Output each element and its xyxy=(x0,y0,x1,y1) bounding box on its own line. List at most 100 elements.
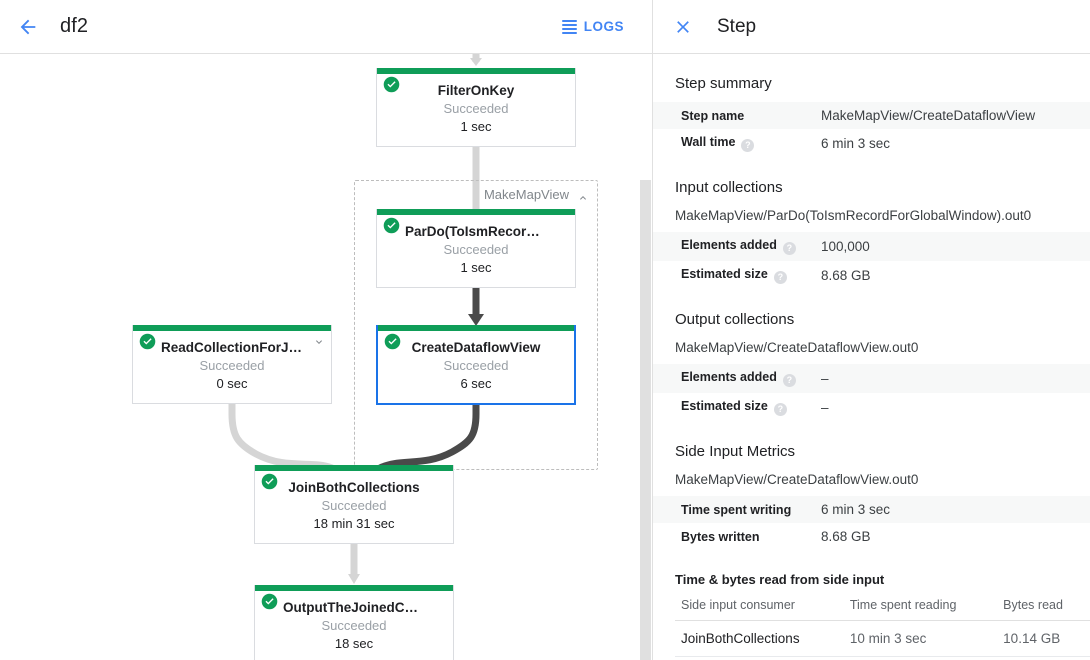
node-status-bar xyxy=(378,325,574,331)
job-graph-canvas[interactable]: MakeMapView FilterO xyxy=(0,54,652,660)
row-value: 8.68 GB xyxy=(821,529,871,544)
node-status: Succeeded xyxy=(199,358,265,373)
column-header-time-spent-reading[interactable]: Time spent reading xyxy=(843,592,998,621)
table-row: Time spent writing 6 min 3 sec xyxy=(653,496,1090,523)
step-summary-table: Step name MakeMapView/CreateDataflowView… xyxy=(653,102,1090,158)
node-status-bar xyxy=(255,585,453,591)
row-key-label: Elements added xyxy=(681,238,777,252)
help-icon[interactable]: ? xyxy=(782,374,796,387)
job-header-bar: df2 LOGS xyxy=(0,0,652,54)
section-heading-side-input-reads: Time & bytes read from side input xyxy=(675,572,885,587)
row-key: Estimated size? xyxy=(653,261,821,290)
side-input-metrics-table: Time spent writing 6 min 3 sec Bytes wri… xyxy=(653,496,1090,550)
node-title: FilterOnKey xyxy=(437,83,515,98)
node-time: 1 sec xyxy=(460,119,492,134)
row-key: Step name xyxy=(681,108,745,123)
row-key: Elements added? xyxy=(653,364,821,393)
node-body: ReadCollectionForJoin Succeeded 0 sec xyxy=(133,331,331,403)
table-row: Estimated size? 8.68 GB xyxy=(653,261,1090,290)
graph-scrollbar-thumb[interactable] xyxy=(640,180,651,660)
row-key-label: Elements added xyxy=(681,370,777,384)
node-status: Succeeded xyxy=(443,242,509,257)
step-panel-header: Step xyxy=(653,0,1090,54)
column-header-consumer[interactable]: Side input consumer xyxy=(675,592,844,621)
node-body: FilterOnKey Succeeded 1 sec xyxy=(377,74,575,146)
row-value: 6 min 3 sec xyxy=(821,502,891,517)
node-title: JoinBothCollections xyxy=(288,480,420,495)
composite-label: MakeMapView xyxy=(483,187,569,202)
table-header-row: Side input consumer Time spent reading B… xyxy=(675,592,1090,621)
help-icon[interactable]: ? xyxy=(773,271,787,284)
check-circle-icon xyxy=(261,473,278,490)
row-key-label: Estimated size xyxy=(681,267,768,281)
row-value: 100,000 xyxy=(821,239,870,254)
graph-node-pardo-toismrecordfor[interactable]: ParDo(ToIsmRecordFor… Succeeded 1 sec xyxy=(376,209,576,288)
node-body: ParDo(ToIsmRecordFor… Succeeded 1 sec xyxy=(377,215,575,287)
row-value: 8.68 GB xyxy=(821,268,871,283)
node-status-bar xyxy=(133,325,331,331)
logs-button-label: LOGS xyxy=(583,19,624,34)
row-key: Elements added? xyxy=(653,232,821,261)
arrow-left-icon[interactable] xyxy=(8,7,48,47)
help-icon[interactable]: ? xyxy=(782,242,796,255)
section-heading-step-summary: Step summary xyxy=(675,75,772,92)
node-status-bar xyxy=(377,209,575,215)
section-heading-output-collections: Output collections xyxy=(675,311,795,328)
help-icon[interactable]: ? xyxy=(741,139,755,152)
node-time: 1 sec xyxy=(460,260,492,275)
row-key: Wall time? xyxy=(653,129,821,158)
column-header-bytes-read[interactable]: Bytes read xyxy=(997,592,1090,621)
node-time: 0 sec xyxy=(216,376,248,391)
row-key: Estimated size? xyxy=(653,393,821,422)
row-key-label: Estimated size xyxy=(681,399,768,413)
check-circle-icon xyxy=(261,593,278,610)
node-time: 18 min 31 sec xyxy=(313,516,395,531)
logs-button[interactable]: LOGS xyxy=(556,13,630,40)
composite-makemapview[interactable]: MakeMapView xyxy=(354,180,598,470)
side-input-reads-table: Side input consumer Time spent reading B… xyxy=(675,592,1090,657)
input-collection-name: MakeMapView/ParDo(ToIsmRecordForGlobalWi… xyxy=(675,208,1032,223)
graph-node-create-dataflow-view[interactable]: CreateDataflowView Succeeded 6 sec xyxy=(376,325,576,405)
graph-node-filter-on-key[interactable]: FilterOnKey Succeeded 1 sec xyxy=(376,68,576,147)
check-circle-icon xyxy=(383,76,400,93)
row-value: – xyxy=(821,400,829,415)
node-body: OutputTheJoinedCollec… Succeeded 18 sec xyxy=(255,591,453,660)
chevron-down-icon[interactable] xyxy=(313,335,325,347)
step-panel-body: Step summary Step name MakeMapView/Creat… xyxy=(653,54,1090,657)
node-status: Succeeded xyxy=(321,618,387,633)
node-status-bar xyxy=(377,68,575,74)
output-collection-name: MakeMapView/CreateDataflowView.out0 xyxy=(675,340,919,355)
section-heading-side-input-metrics: Side Input Metrics xyxy=(675,443,796,460)
cell-consumer: JoinBothCollections xyxy=(675,620,844,657)
input-collections-table: Elements added? 100,000 Estimated size? … xyxy=(653,232,1090,290)
node-body: JoinBothCollections Succeeded 18 min 31 … xyxy=(255,471,453,543)
row-key: Bytes written xyxy=(681,529,760,544)
step-panel-title: Step xyxy=(717,15,757,37)
row-value: 6 min 3 sec xyxy=(821,136,891,151)
chevron-up-icon[interactable] xyxy=(577,191,589,203)
check-circle-icon xyxy=(384,333,401,350)
row-value: MakeMapView/CreateDataflowView xyxy=(821,108,1036,123)
node-status: Succeeded xyxy=(443,358,509,373)
node-title: ParDo(ToIsmRecordFor… xyxy=(405,224,565,239)
graph-node-join-both-collections[interactable]: JoinBothCollections Succeeded 18 min 31 … xyxy=(254,465,454,544)
close-icon[interactable] xyxy=(663,7,703,47)
step-details-panel: Step Step summary Step name MakeMapView/… xyxy=(653,0,1090,660)
help-icon[interactable]: ? xyxy=(773,403,787,416)
logs-list-icon xyxy=(561,19,577,34)
row-key-label: Wall time xyxy=(681,135,736,149)
node-body: CreateDataflowView Succeeded 6 sec xyxy=(378,331,574,403)
row-key: Time spent writing xyxy=(681,502,792,517)
graph-node-read-collection-for-join[interactable]: ReadCollectionForJoin Succeeded 0 sec xyxy=(132,325,332,404)
table-row: Wall time? 6 min 3 sec xyxy=(653,129,1090,158)
table-row: Estimated size? – xyxy=(653,393,1090,422)
check-circle-icon xyxy=(139,333,156,350)
side-input-collection-name: MakeMapView/CreateDataflowView.out0 xyxy=(675,472,919,487)
row-value: – xyxy=(821,371,829,386)
node-status-bar xyxy=(255,465,453,471)
table-row: Bytes written 8.68 GB xyxy=(653,523,1090,550)
table-row: Elements added? – xyxy=(653,364,1090,393)
graph-node-output-the-joined-collection[interactable]: OutputTheJoinedCollec… Succeeded 18 sec xyxy=(254,585,454,660)
page-title: df2 xyxy=(60,15,89,37)
